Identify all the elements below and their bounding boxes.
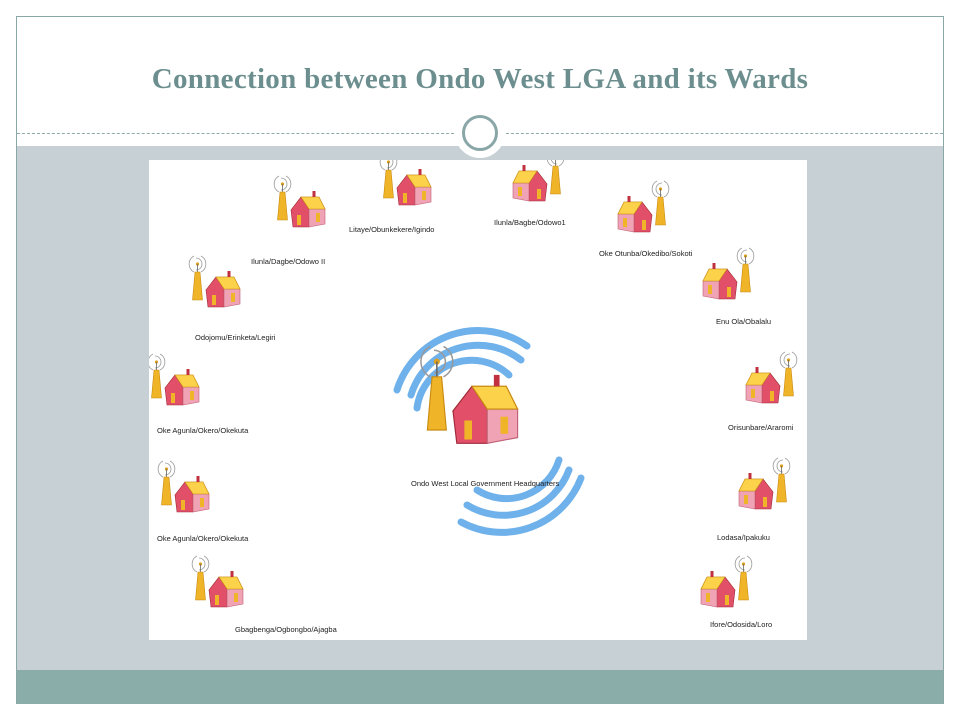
diagram-canvas [149,160,807,608]
slide-title: Connection between Ondo West LGA and its… [151,63,809,95]
ward-label-w12: Ifore/Odosida/Loro [710,620,773,629]
ward-icon-w10 [739,458,790,509]
ward-label-w8: Orisunbare/Araromi [728,423,794,432]
ward-network-diagram: Ondo West Local Government Headquarters … [149,160,807,640]
ward-label-w5: Odojomu/Erinketa/Legiri [195,333,276,342]
ward-icon-w1 [273,175,326,228]
ward-label-w1: Ilunla/Dagbe/Odowo II [251,257,326,266]
ward-label-w7: Oke Agunla/Okero/Okekuta [157,426,249,435]
ward-label-w4: Oke Otunba/Okedibo/Sokoti [599,249,693,258]
ward-icon-w11 [191,555,244,608]
ward-label-w6: Enu Ola/Obalalu [716,317,772,326]
footer-bar [17,670,943,704]
ward-label-w3: Ilunla/Bagbe/Odowo1 [494,218,566,227]
ward-label-w2: Litaye/Obunkekere/Igindo [349,225,435,234]
ward-icon-w6 [703,248,754,299]
hub-label: Ondo West Local Government Headquarters [411,479,560,488]
ward-label-w11: Gbagbenga/Ogbongbo/Ajagba [235,625,337,634]
ward-icon-w2 [379,160,432,206]
ward-icon-w9 [157,460,210,513]
ward-icon-w3 [513,160,564,201]
divider-ring-icon [462,115,498,151]
ward-label-w9: Oke Agunla/Okero/Okekuta [157,534,249,543]
ward-icon-w5 [188,255,241,308]
ward-label-w10: Lodasa/Ipakuku [717,533,770,542]
ward-icon-w4 [618,181,669,232]
ward-icon-w8 [746,352,797,403]
ward-icon-w12 [701,556,752,607]
ward-icon-w7 [149,353,200,406]
